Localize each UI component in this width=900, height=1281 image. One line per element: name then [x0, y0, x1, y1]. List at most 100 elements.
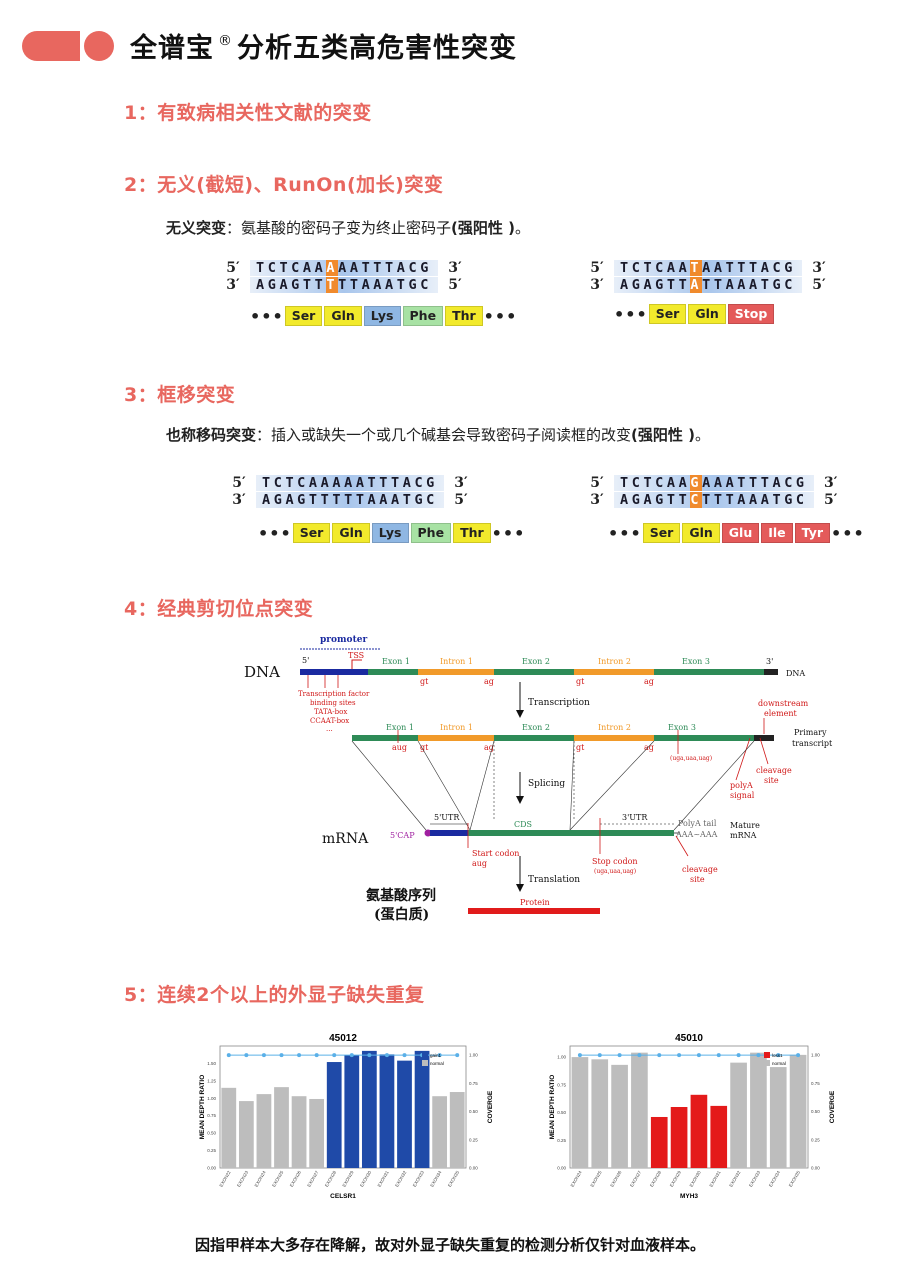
codon: Glu: [721, 523, 760, 543]
svg-text:CDS: CDS: [514, 820, 532, 829]
codon: Gln: [324, 306, 362, 326]
y2-tick-label: 0.75: [469, 1081, 478, 1086]
section-1-title: 1：有致病相关性文献的突变: [124, 102, 372, 124]
pt-exon2: [494, 735, 574, 741]
legend-swatch: [422, 1060, 428, 1066]
bar: [710, 1105, 728, 1168]
dna-3-end: [764, 669, 778, 675]
svg-text:Mature: Mature: [730, 821, 760, 830]
dna-intron2: [574, 669, 654, 675]
section-3-title: 3：框移突变: [124, 384, 236, 406]
legend-swatch: [764, 1052, 770, 1058]
bar: [571, 1057, 589, 1168]
y-axis-label: MEAN DEPTH RATIO: [199, 1075, 206, 1140]
codon: Thr: [445, 306, 483, 326]
svg-text:5'UTR: 5'UTR: [434, 813, 460, 822]
x-tick-label: EXON26: [289, 1170, 302, 1188]
svg-text:3'UTR: 3'UTR: [622, 813, 648, 822]
section-2-title: 2：无义(截短)、RunOn(加长)突变: [124, 174, 444, 196]
y-tick-label: 0.00: [207, 1166, 216, 1171]
pt-intron1: [418, 735, 494, 741]
svg-text:PolyA tail: PolyA tail: [678, 819, 717, 828]
svg-text:Intron 1: Intron 1: [440, 657, 473, 666]
x-tick-label: EXON26: [609, 1170, 622, 1188]
legend-label: loss1: [772, 1053, 783, 1058]
chart-title: 45010: [675, 1033, 703, 1044]
y2-tick-label: 0.25: [811, 1137, 820, 1142]
bar: [631, 1052, 648, 1168]
section-3-desc: 也称移码突变：插入或缺失一个或几个碱基会导致密码子阅读框的改变(强阳性 )。: [166, 426, 710, 444]
svg-text:AAA~AAA: AAA~AAA: [675, 830, 718, 839]
legend-swatch: [764, 1060, 770, 1066]
bar: [379, 1054, 395, 1168]
x-tick-label: EXON30: [689, 1170, 702, 1188]
svg-text:Exon 3: Exon 3: [682, 657, 710, 666]
codon: Ser: [284, 306, 323, 326]
pt-exon1: [352, 735, 418, 741]
y2-tick-label: 0.00: [811, 1166, 820, 1171]
codon: Gln: [688, 304, 726, 324]
x-tick-label: EXON32: [394, 1170, 407, 1188]
svg-text:gt: gt: [420, 677, 429, 686]
promoter-region: [300, 669, 368, 675]
svg-text:site: site: [764, 776, 779, 785]
codon: Ser: [648, 304, 687, 324]
y2-tick-label: 0.75: [811, 1081, 820, 1086]
x-tick-label: EXON34: [429, 1170, 442, 1188]
svg-text:ag: ag: [644, 743, 654, 752]
svg-text:5': 5': [302, 656, 309, 665]
svg-text:polyA: polyA: [730, 781, 753, 790]
y2-tick-label: 0.25: [469, 1137, 478, 1142]
svg-text:gt: gt: [576, 743, 585, 752]
pt-intron2: [574, 735, 654, 741]
svg-text:Exon 2: Exon 2: [522, 723, 550, 732]
y-tick-label: 0.50: [207, 1131, 216, 1136]
y-tick-label: 1.25: [207, 1078, 216, 1083]
svg-text:3': 3': [766, 657, 773, 666]
x-tick-label: EXON23: [236, 1170, 249, 1188]
x-tick-label: EXON32: [728, 1170, 741, 1188]
svg-text:cleavage: cleavage: [682, 865, 718, 874]
y2-tick-label: 0.00: [469, 1166, 478, 1171]
bar: [414, 1050, 430, 1168]
legend-swatch: [422, 1052, 428, 1058]
x-tick-label: EXON22: [218, 1170, 231, 1188]
mrna-5utr: [430, 830, 468, 836]
svg-text:TSS: TSS: [348, 651, 364, 660]
y2-tick-label: 1.00: [811, 1053, 820, 1058]
codon: Ser: [292, 523, 331, 543]
svg-text:Translation: Translation: [528, 875, 580, 885]
bar: [650, 1116, 668, 1168]
svg-text:CCAAT-box: CCAAT-box: [310, 717, 349, 725]
dna-exon1: [368, 669, 418, 675]
svg-text:Intron 2: Intron 2: [598, 657, 631, 666]
header-dot-icon: [84, 30, 114, 61]
bar: [769, 1067, 787, 1168]
svg-text:aug: aug: [472, 859, 487, 868]
svg-text:aug: aug: [392, 743, 407, 752]
y2-axis-label: COVERGE: [829, 1090, 836, 1123]
page-header: 全谱宝®分析五类高危害性突变: [22, 26, 517, 65]
svg-text:cleavage: cleavage: [756, 766, 792, 775]
x-tick-label: EXON35: [447, 1170, 460, 1188]
codon: Ser: [642, 523, 681, 543]
svg-text:element: element: [764, 709, 798, 718]
svg-text:ag: ag: [644, 677, 654, 686]
x-tick-label: EXON24: [570, 1170, 583, 1188]
frameshift-mutant-codons: ••• Ser Gln Glu Ile Tyr •••: [608, 523, 865, 543]
x-tick-label: EXON34: [768, 1170, 781, 1188]
promoter-label: promoter: [320, 635, 367, 645]
bar: [591, 1059, 609, 1168]
dna-exon3: [654, 669, 764, 675]
svg-text:Transcription: Transcription: [528, 698, 590, 708]
svg-text:Exon 2: Exon 2: [522, 657, 550, 666]
svg-text:site: site: [690, 875, 705, 884]
y-tick-label: 1.00: [207, 1096, 216, 1101]
bar: [432, 1096, 448, 1168]
legend-label: gain1: [430, 1053, 442, 1058]
svg-text:Protein: Protein: [520, 898, 550, 907]
codon: Tyr: [794, 523, 831, 543]
